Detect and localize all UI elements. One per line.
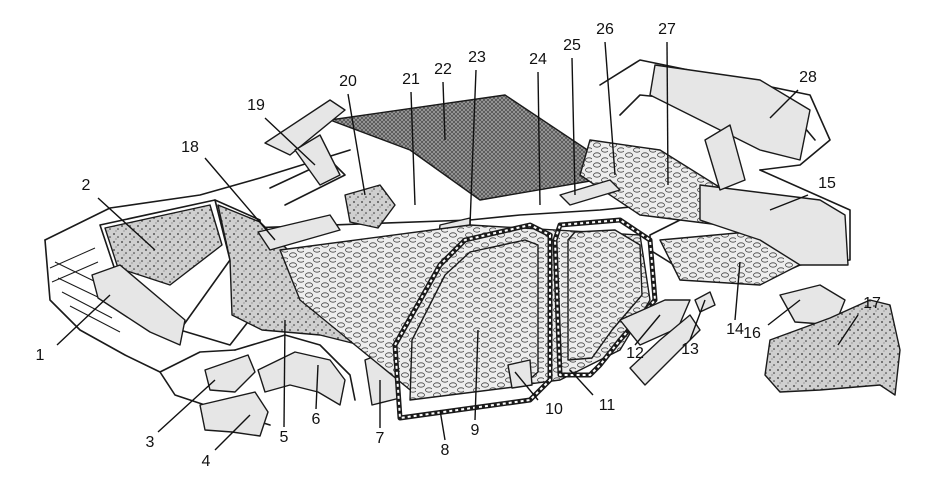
part-front-sill-strip [257, 214, 341, 251]
part-front-door-panel [409, 239, 539, 401]
callout-27: 27 [658, 21, 676, 38]
callout-26: 26 [596, 21, 614, 38]
part-fender-liner [257, 351, 346, 406]
part-fender-bracket [199, 391, 269, 437]
callout-22: 22 [434, 61, 452, 78]
callout-6: 6 [312, 411, 321, 428]
part-package-tray-pad [649, 64, 811, 161]
part-quarter-bracket [694, 291, 716, 313]
callout-4: 4 [202, 453, 211, 470]
part-roof-headliner [329, 94, 626, 201]
part-quarter-trim-strip [629, 314, 701, 386]
callout-11: 11 [599, 397, 616, 414]
part-front-wheelhouse-pad [204, 354, 256, 393]
callout-1: 1 [36, 347, 45, 364]
callout-3: 3 [146, 434, 155, 451]
part-quarter-panel-pad [619, 299, 691, 346]
part-front-door-weatherstrip [392, 222, 553, 421]
callout-10: 10 [545, 401, 563, 418]
callout-labels: 1 2 3 4 5 6 7 8 9 10 11 12 13 14 15 16 1… [36, 21, 881, 470]
callout-24: 24 [529, 51, 547, 68]
callout-19: 19 [247, 97, 265, 114]
callout-16: 16 [743, 325, 761, 342]
part-door-inner-strip [507, 359, 533, 389]
callout-18: 18 [181, 139, 199, 156]
callout-14: 14 [726, 321, 744, 338]
part-cowl-pad [294, 134, 341, 186]
part-wiring-bundle [344, 184, 396, 229]
callout-5: 5 [280, 429, 289, 446]
callout-15: 15 [818, 175, 836, 192]
callout-23: 23 [468, 49, 486, 66]
callout-8: 8 [441, 442, 450, 459]
callout-17: 17 [863, 295, 881, 312]
callout-12: 12 [626, 345, 644, 362]
callout-7: 7 [376, 430, 385, 447]
part-rear-window-seal [559, 179, 621, 206]
callout-25: 25 [563, 37, 581, 54]
callout-9: 9 [471, 422, 480, 439]
part-trunk-side-panel [699, 184, 849, 266]
leader-lines [56, 41, 859, 451]
callout-2: 2 [82, 177, 91, 194]
part-rear-door-panel [567, 229, 643, 361]
part-rear-wheelhouse-liner [764, 299, 901, 396]
part-radiator-support-pad [91, 264, 186, 346]
callout-13: 13 [681, 341, 699, 358]
callout-28: 28 [799, 69, 817, 86]
part-hood-insulator [104, 204, 223, 286]
part-rear-wheelhouse-pad-upper [704, 124, 746, 191]
part-rear-wheelhouse-cap [779, 284, 846, 326]
callout-21: 21 [402, 71, 420, 88]
callout-20: 20 [339, 73, 357, 90]
part-windshield-pad [264, 99, 346, 156]
